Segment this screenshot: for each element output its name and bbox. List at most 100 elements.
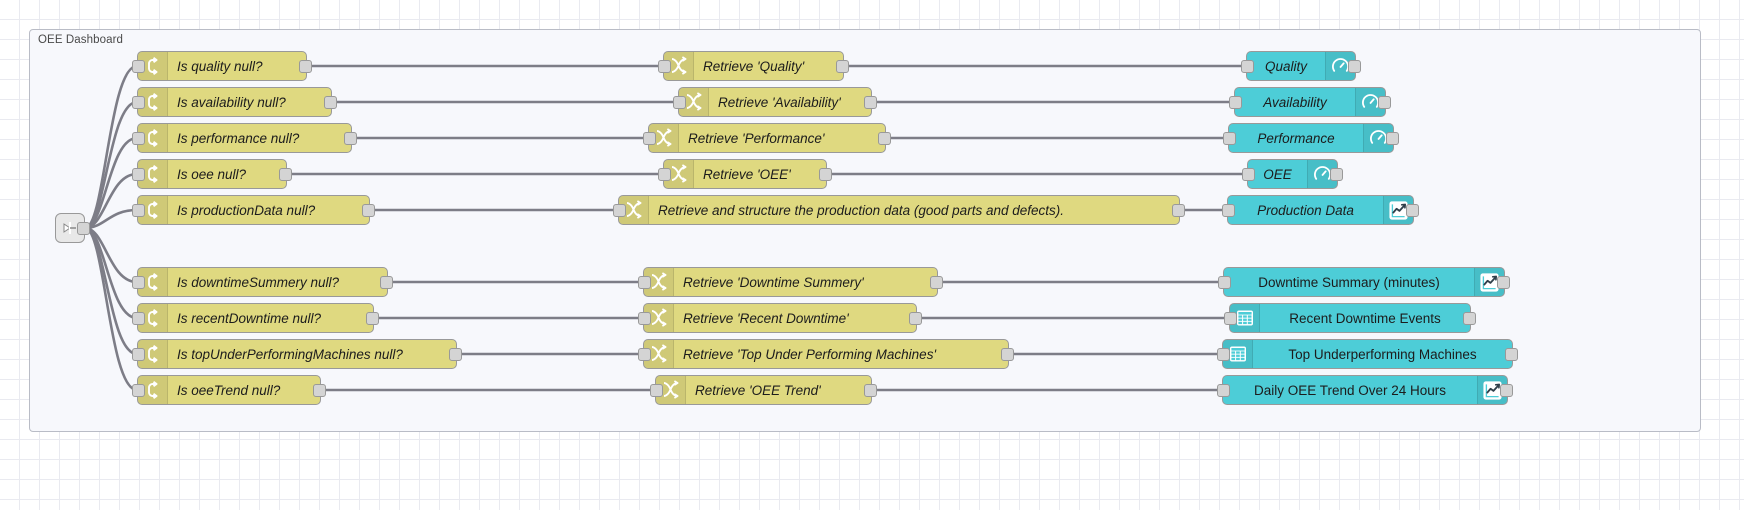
switch-node-top-machines[interactable]: Is topUnderPerformingMachines null? [132, 339, 462, 369]
dashboard-node-input-port-downtime-summary[interactable] [1218, 276, 1231, 289]
switch-node-output-port-recent-downtime[interactable] [366, 312, 379, 325]
switch-node-output-port-production[interactable] [362, 204, 375, 217]
dashboard-node-input-port-recent-downtime[interactable] [1224, 312, 1237, 325]
change-node-recent-downtime[interactable]: Retrieve 'Recent Downtime' [638, 303, 922, 333]
dashboard-node-label-oee: OEE [1263, 166, 1292, 182]
dashboard-node-label-production: Production Data [1257, 202, 1354, 218]
dashboard-node-input-port-performance[interactable] [1223, 132, 1236, 145]
switch-node-quality[interactable]: Is quality null? [132, 51, 312, 81]
change-node-quality[interactable]: Retrieve 'Quality' [658, 51, 849, 81]
change-node-input-port-quality[interactable] [658, 60, 671, 73]
switch-node-input-port-downtime-summary[interactable] [132, 276, 145, 289]
dashboard-node-recent-downtime[interactable]: Recent Downtime Events [1224, 303, 1476, 333]
switch-node-input-port-recent-downtime[interactable] [132, 312, 145, 325]
switch-node-input-port-oee-trend[interactable] [132, 384, 145, 397]
switch-node-recent-downtime[interactable]: Is recentDowntime null? [132, 303, 379, 333]
change-node-performance[interactable]: Retrieve 'Performance' [643, 123, 891, 153]
switch-node-downtime-summary[interactable]: Is downtimeSummery null? [132, 267, 393, 297]
change-node-output-port-performance[interactable] [878, 132, 891, 145]
switch-node-performance[interactable]: Is performance null? [132, 123, 357, 153]
dashboard-node-output-port-recent-downtime[interactable] [1463, 312, 1476, 325]
change-node-output-port-oee-trend[interactable] [864, 384, 877, 397]
switch-node-output-port-performance[interactable] [344, 132, 357, 145]
switch-node-output-port-top-machines[interactable] [449, 348, 462, 361]
dashboard-node-output-port-downtime-summary[interactable] [1497, 276, 1510, 289]
switch-node-production[interactable]: Is productionData null? [132, 195, 375, 225]
switch-node-output-port-oee-trend[interactable] [313, 384, 326, 397]
switch-node-oee[interactable]: Is oee null? [132, 159, 292, 189]
change-node-input-port-production[interactable] [613, 204, 626, 217]
switch-node-label-recent-downtime: Is recentDowntime null? [177, 310, 322, 326]
dashboard-node-oee-trend[interactable]: Daily OEE Trend Over 24 Hours [1217, 375, 1513, 405]
change-node-output-port-oee[interactable] [819, 168, 832, 181]
switch-node-label-production: Is productionData null? [177, 202, 316, 218]
switch-node-input-port-oee[interactable] [132, 168, 145, 181]
switch-node-output-port-oee[interactable] [279, 168, 292, 181]
switch-node-input-port-production[interactable] [132, 204, 145, 217]
link-in-output-port[interactable] [77, 222, 90, 235]
group-label: OEE Dashboard [38, 34, 124, 46]
dashboard-node-output-port-availability[interactable] [1378, 96, 1391, 109]
change-node-top-machines[interactable]: Retrieve 'Top Under Performing Machines' [638, 339, 1014, 369]
dashboard-node-label-quality: Quality [1264, 58, 1308, 74]
switch-node-input-port-availability[interactable] [132, 96, 145, 109]
switch-node-output-port-availability[interactable] [324, 96, 337, 109]
dashboard-node-input-port-top-machines[interactable] [1217, 348, 1230, 361]
dashboard-node-production[interactable]: Production Data [1222, 195, 1419, 225]
change-node-label-top-machines: Retrieve 'Top Under Performing Machines' [683, 346, 937, 362]
change-node-oee[interactable]: Retrieve 'OEE' [658, 159, 832, 189]
dashboard-node-output-port-oee[interactable] [1330, 168, 1343, 181]
change-node-output-port-recent-downtime[interactable] [909, 312, 922, 325]
change-node-input-port-recent-downtime[interactable] [638, 312, 651, 325]
dashboard-node-input-port-production[interactable] [1222, 204, 1235, 217]
dashboard-node-label-downtime-summary: Downtime Summary (minutes) [1258, 274, 1440, 290]
change-node-availability[interactable]: Retrieve 'Availability' [673, 87, 877, 117]
switch-node-input-port-quality[interactable] [132, 60, 145, 73]
change-node-output-port-production[interactable] [1172, 204, 1185, 217]
change-node-input-port-performance[interactable] [643, 132, 656, 145]
dashboard-node-downtime-summary[interactable]: Downtime Summary (minutes) [1218, 267, 1510, 297]
change-node-output-port-downtime-summary[interactable] [930, 276, 943, 289]
dashboard-node-input-port-oee[interactable] [1242, 168, 1255, 181]
change-node-output-port-availability[interactable] [864, 96, 877, 109]
switch-node-output-port-quality[interactable] [299, 60, 312, 73]
dashboard-node-input-port-quality[interactable] [1241, 60, 1254, 73]
table-icon [1230, 304, 1260, 332]
dashboard-node-output-port-production[interactable] [1406, 204, 1419, 217]
change-node-label-quality: Retrieve 'Quality' [703, 58, 805, 74]
switch-node-label-availability: Is availability null? [177, 94, 286, 110]
dashboard-node-top-machines[interactable]: Top Underperforming Machines [1217, 339, 1518, 369]
dashboard-node-output-port-quality[interactable] [1348, 60, 1361, 73]
change-node-production[interactable]: Retrieve and structure the production da… [613, 195, 1185, 225]
dashboard-node-output-port-oee-trend[interactable] [1500, 384, 1513, 397]
dashboard-node-availability[interactable]: Availability [1229, 87, 1391, 117]
change-node-input-port-downtime-summary[interactable] [638, 276, 651, 289]
dashboard-node-output-port-performance[interactable] [1386, 132, 1399, 145]
change-node-input-port-top-machines[interactable] [638, 348, 651, 361]
switch-node-oee-trend[interactable]: Is oeeTrend null? [132, 375, 326, 405]
link-in-node[interactable] [55, 213, 90, 243]
change-node-input-port-oee-trend[interactable] [650, 384, 663, 397]
change-node-input-port-oee[interactable] [658, 168, 671, 181]
dashboard-node-oee[interactable]: OEE [1242, 159, 1343, 189]
change-node-input-port-availability[interactable] [673, 96, 686, 109]
change-node-output-port-quality[interactable] [836, 60, 849, 73]
switch-node-availability[interactable]: Is availability null? [132, 87, 337, 117]
dashboard-node-input-port-availability[interactable] [1229, 96, 1242, 109]
dashboard-node-output-port-top-machines[interactable] [1505, 348, 1518, 361]
dashboard-node-label-performance: Performance [1257, 130, 1335, 146]
change-node-label-availability: Retrieve 'Availability' [718, 94, 841, 110]
switch-node-output-port-downtime-summary[interactable] [380, 276, 393, 289]
dashboard-node-input-port-oee-trend[interactable] [1217, 384, 1230, 397]
dashboard-node-label-oee-trend: Daily OEE Trend Over 24 Hours [1253, 382, 1447, 398]
change-node-oee-trend[interactable]: Retrieve 'OEE Trend' [650, 375, 877, 405]
switch-node-input-port-performance[interactable] [132, 132, 145, 145]
dashboard-node-quality[interactable]: Quality [1241, 51, 1361, 81]
switch-node-label-downtime-summary: Is downtimeSummery null? [177, 274, 340, 290]
switch-node-label-top-machines: Is topUnderPerformingMachines null? [177, 346, 403, 362]
change-node-downtime-summary[interactable]: Retrieve 'Downtime Summery' [638, 267, 943, 297]
switch-node-input-port-top-machines[interactable] [132, 348, 145, 361]
change-node-output-port-top-machines[interactable] [1001, 348, 1014, 361]
dashboard-node-performance[interactable]: Performance [1223, 123, 1399, 153]
